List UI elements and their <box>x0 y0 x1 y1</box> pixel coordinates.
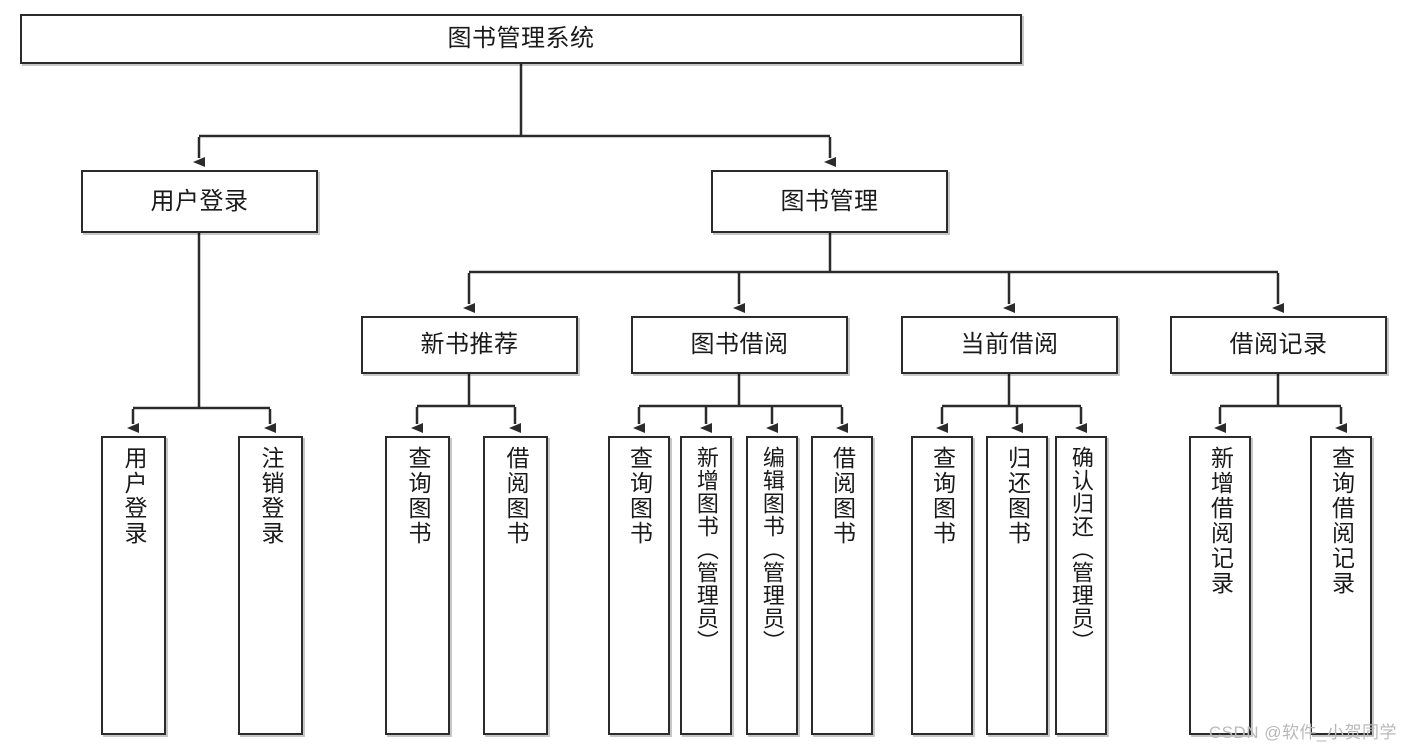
node-leaf-edit-book[interactable]: 编辑图书（管理员） <box>746 436 798 735</box>
node-label: 图书管理 <box>780 187 879 215</box>
node-leaf-user-logout[interactable]: 注销登录 <box>238 436 303 735</box>
node-label: 新增借阅记录 <box>1207 446 1234 596</box>
node-leaf-query-record[interactable]: 查询借阅记录 <box>1310 436 1372 735</box>
node-new-book-rec[interactable]: 新书推荐 <box>361 316 578 374</box>
node-label: 查询图书 <box>626 446 653 546</box>
node-label: 用户登录 <box>150 187 249 215</box>
node-label: 用户登录 <box>121 446 148 546</box>
node-label: 归还图书 <box>1004 446 1031 546</box>
node-leaf-borrow-book-rec[interactable]: 借阅图书 <box>483 436 548 735</box>
node-book-manage[interactable]: 图书管理 <box>711 170 948 233</box>
node-label: 借阅记录 <box>1229 331 1328 359</box>
node-label: 当前借阅 <box>960 331 1059 359</box>
node-label: 借阅图书 <box>829 446 856 546</box>
node-leaf-add-book[interactable]: 新增图书（管理员） <box>680 436 732 735</box>
node-label: 确认归还（管理员） <box>1068 446 1094 653</box>
node-label: 查询图书 <box>929 446 956 546</box>
node-leaf-query-book-cb[interactable]: 查询图书 <box>911 436 973 735</box>
node-current-borrow[interactable]: 当前借阅 <box>901 316 1118 374</box>
node-label: 新书推荐 <box>420 331 519 359</box>
node-user-login[interactable]: 用户登录 <box>81 170 318 233</box>
node-label: 注销登录 <box>258 446 285 546</box>
node-label: 借阅图书 <box>503 446 530 546</box>
watermark-text: CSDN @软件_小贺同学 <box>1208 723 1397 742</box>
node-leaf-return-book[interactable]: 归还图书 <box>986 436 1048 735</box>
node-borrow-record[interactable]: 借阅记录 <box>1170 316 1387 374</box>
node-label: 图书管理系统 <box>447 25 595 53</box>
node-label: 查询图书 <box>405 446 432 546</box>
node-leaf-user-login[interactable]: 用户登录 <box>101 436 166 735</box>
node-root[interactable]: 图书管理系统 <box>20 14 1022 64</box>
node-label: 图书借阅 <box>690 331 789 359</box>
node-leaf-borrow-book-bm[interactable]: 借阅图书 <box>811 436 873 735</box>
node-leaf-query-book-rec[interactable]: 查询图书 <box>385 436 450 735</box>
node-leaf-add-record[interactable]: 新增借阅记录 <box>1189 436 1251 735</box>
node-leaf-confirm-return[interactable]: 确认归还（管理员） <box>1055 436 1107 735</box>
node-label: 查询借阅记录 <box>1328 446 1355 596</box>
node-book-borrow[interactable]: 图书借阅 <box>631 316 848 374</box>
node-leaf-query-book-bm[interactable]: 查询图书 <box>608 436 670 735</box>
node-label: 新增图书（管理员） <box>693 446 719 653</box>
node-label: 编辑图书（管理员） <box>759 446 785 653</box>
